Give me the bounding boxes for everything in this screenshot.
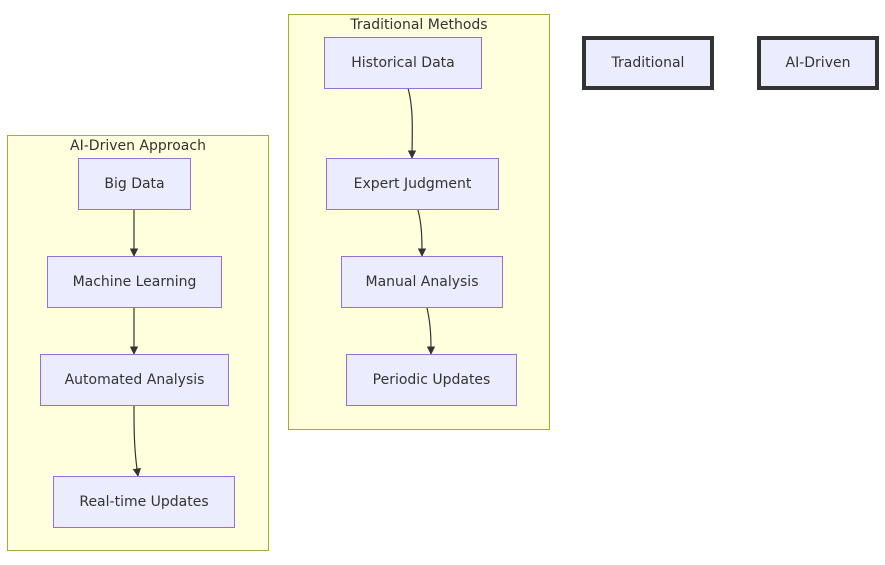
node-periodic-updates[interactable]: Periodic Updates xyxy=(346,354,517,406)
edge-manual-to-periodic xyxy=(426,307,436,355)
legend-ai-driven[interactable]: AI-Driven xyxy=(757,36,879,90)
cluster-title-traditional: Traditional Methods xyxy=(350,17,488,33)
node-manual-analysis[interactable]: Manual Analysis xyxy=(341,256,503,308)
node-realtime-updates[interactable]: Real-time Updates xyxy=(53,476,235,528)
edge-historical-to-expert xyxy=(407,87,417,159)
node-machine-learning[interactable]: Machine Learning xyxy=(47,256,222,308)
edge-automated-to-realtime xyxy=(132,405,142,477)
node-automated-analysis[interactable]: Automated Analysis xyxy=(40,354,229,406)
node-big-data[interactable]: Big Data xyxy=(78,158,191,210)
legend-traditional[interactable]: Traditional xyxy=(582,36,714,90)
cluster-title-ai-driven: AI-Driven Approach xyxy=(70,138,206,154)
edge-expert-to-manual xyxy=(417,209,427,257)
node-expert-judgment[interactable]: Expert Judgment xyxy=(326,158,499,210)
node-historical-data[interactable]: Historical Data xyxy=(324,37,482,89)
